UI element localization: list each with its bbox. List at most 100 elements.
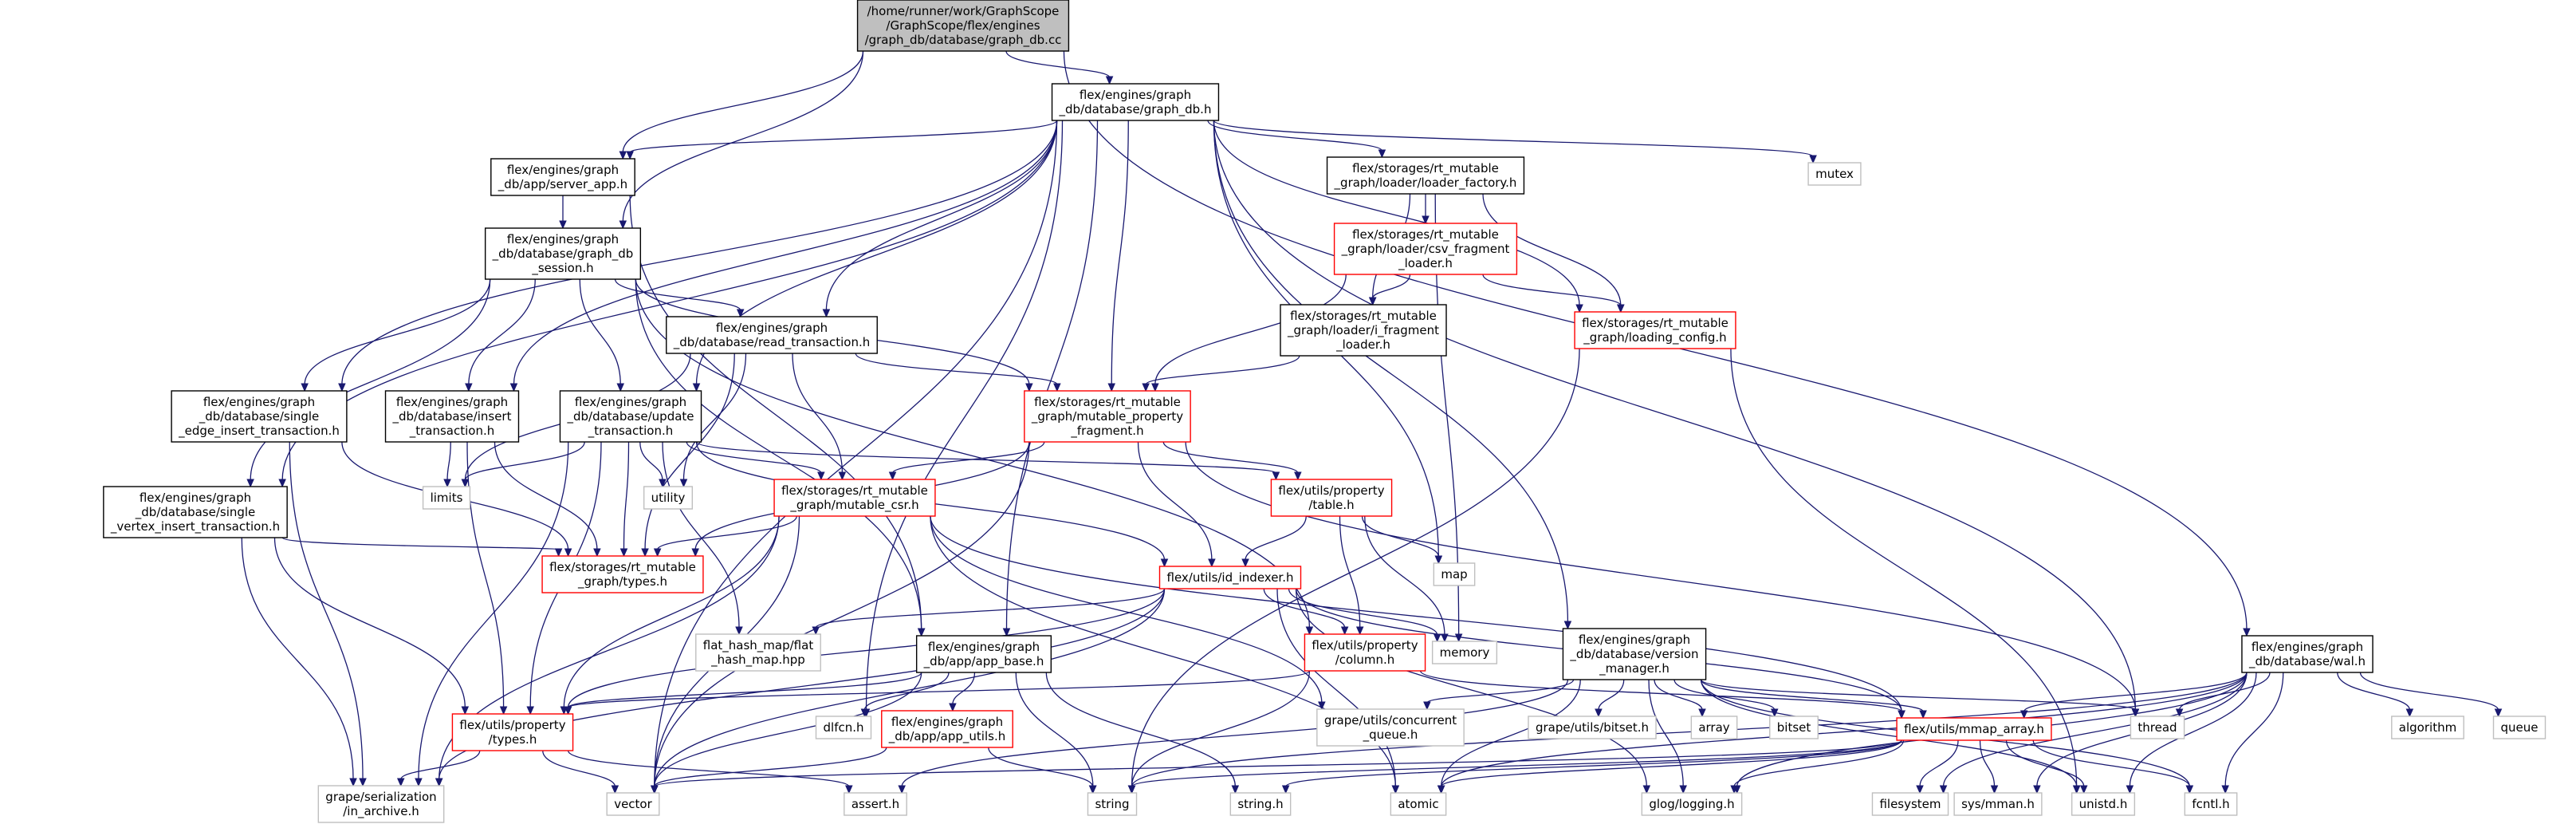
- node-loading-config-h[interactable]: flex/storages/rt_mutable_graph/loading_c…: [1574, 311, 1736, 349]
- edge-line: [1339, 515, 1361, 629]
- edge-line: [281, 537, 560, 550]
- node-csv-fragment-loader-h[interactable]: flex/storages/rt_mutable_graph/loader/cs…: [1333, 223, 1518, 275]
- edge-mmap-array-h-to-unistd-h: [2005, 739, 2088, 794]
- node-box: [844, 792, 907, 816]
- edge-line: [1372, 274, 1411, 299]
- edge-line: [466, 441, 505, 708]
- arrow-head: [1241, 558, 1249, 568]
- edge-mmap-array-h-to-filesystem: [1916, 739, 1959, 794]
- node-server-app-h[interactable]: flex/engines/graph_db/app/server_app.h: [490, 158, 635, 196]
- arrow-head: [2126, 785, 2134, 794]
- node-property-types-h[interactable]: flex/utils/property/types.h: [451, 713, 574, 751]
- node-label-line: memory: [1440, 645, 1490, 660]
- arrow-head: [396, 778, 405, 787]
- node-label-line: _db/database/graph_db.h: [1059, 102, 1212, 117]
- node-label-line: _loader.h: [1335, 337, 1390, 353]
- arrow-head: [2033, 785, 2041, 794]
- node-version-manager-h[interactable]: flex/engines/graph_db/database/version_m…: [1562, 628, 1707, 680]
- edge-line: [639, 441, 663, 481]
- node-label-line: vector: [614, 797, 652, 811]
- node-update-transaction-h[interactable]: flex/engines/graph_db/database/update_tr…: [559, 390, 702, 443]
- edge-wal-h-to-filesystem: [1939, 672, 2248, 794]
- node-types-h[interactable]: flex/storages/rt_mutable_graph/types.h: [541, 555, 704, 593]
- arrow-head: [2494, 708, 2503, 718]
- edge-line: [662, 441, 740, 629]
- edge-line: [1482, 274, 1622, 306]
- node-wal-h[interactable]: flex/engines/graph_db/database/wal.h: [2241, 635, 2373, 673]
- edge-line: [542, 750, 615, 787]
- node-box: [490, 158, 635, 196]
- node-label-line: _db/database/graph_db: [492, 246, 634, 262]
- edge-mmap-array-h-to-atomic: [1437, 739, 1902, 794]
- edge-line: [1245, 515, 1307, 561]
- node-label-line: utility: [651, 491, 686, 505]
- node-app-base-h[interactable]: flex/engines/graph_db/app/app_base.h: [915, 635, 1052, 673]
- edge-mmap-array-h-to-fcntl-h: [2032, 739, 2194, 794]
- node-label-line: mutex: [1815, 167, 1854, 181]
- node-insert-transaction-h[interactable]: flex/engines/graph_db/database/insert_tr…: [384, 390, 520, 443]
- edge-graph-db-cc-to-session-h: [619, 50, 864, 230]
- edge-graph-db-h-to-thread: [1213, 120, 2140, 718]
- arrow-head: [435, 778, 443, 787]
- edge-line: [1419, 670, 1902, 712]
- node-label-line: _graph/mutable_property: [1031, 409, 1183, 424]
- node-column-h[interactable]: flex/utils/property/column.h: [1304, 633, 1426, 672]
- node-label-line: flex/engines/graph: [140, 491, 251, 505]
- arrow-head: [1127, 785, 1136, 794]
- edge-line: [629, 195, 922, 630]
- node-thread: thread: [2130, 716, 2185, 739]
- edge-update-transaction-h-to-in-archive-h: [415, 441, 569, 787]
- edge-insert-transaction-h-to-types-h: [494, 441, 601, 558]
- node-single-edge-insert-h[interactable]: flex/engines/graph_db/database/single_ed…: [171, 390, 348, 443]
- edge-line: [1733, 739, 1905, 787]
- edge-update-transaction-h-to-table-h: [695, 441, 1280, 481]
- node-label-line: flex/utils/property: [1312, 638, 1418, 652]
- node-label-line: _db/database/single: [199, 409, 320, 424]
- node-i-fragment-loader-h[interactable]: flex/storages/rt_mutable_graph/loader/i_…: [1280, 304, 1447, 357]
- node-mmap-array-h[interactable]: flex/utils/mmap_array.h: [1896, 717, 2052, 741]
- edge-session-h-to-update-transaction-h: [579, 278, 625, 392]
- node-box: [541, 555, 704, 593]
- edge-line: [1919, 739, 1959, 787]
- edge-table-h-to-map: [1361, 515, 1443, 565]
- node-box: [1690, 716, 1738, 739]
- arrow-head: [1355, 626, 1364, 636]
- edge-line: [2337, 672, 2410, 711]
- edge-line: [567, 588, 1166, 708]
- node-table-h[interactable]: flex/utils/property/table.h: [1270, 479, 1393, 517]
- node-graph-db-h[interactable]: flex/engines/graph_db/database/graph_db.…: [1051, 83, 1220, 121]
- node-graph-db-cc[interactable]: /home/runner/work/GraphScope/GraphScope/…: [856, 0, 1070, 52]
- arrow-head: [692, 383, 701, 392]
- node-single-vertex-insert-h[interactable]: flex/engines/graph_db/database/single_ve…: [103, 486, 288, 538]
- node-box: [1807, 162, 1862, 186]
- arrow-head: [2221, 785, 2229, 794]
- node-box: [1333, 223, 1518, 275]
- arrow-head: [626, 151, 634, 160]
- node-label-line: flex/storages/rt_mutable: [1290, 309, 1437, 324]
- edge-line: [792, 353, 844, 474]
- node-mutable-property-fragment-h[interactable]: flex/storages/rt_mutable_graph/mutable_p…: [1024, 390, 1191, 443]
- arrow-head: [554, 548, 563, 558]
- node-app-utils-h[interactable]: flex/engines/graph_db/app/app_utils.h: [881, 710, 1013, 748]
- node-loader-factory-h[interactable]: flex/storages/rt_mutable_graph/loader/lo…: [1326, 156, 1525, 195]
- node-id-indexer-h[interactable]: flex/utils/id_indexer.h: [1158, 566, 1302, 589]
- node-read-transaction-h[interactable]: flex/engines/graph_db/database/read_tran…: [666, 316, 878, 354]
- node-box: [915, 635, 1052, 673]
- edge-mutable-property-fragment-h-to-table-h: [1162, 441, 1302, 481]
- node-session-h[interactable]: flex/engines/graph_db/database/graph_db_…: [484, 227, 642, 280]
- edge-line: [855, 353, 1058, 385]
- edge-single-vertex-insert-h-to-property-types-h: [273, 537, 470, 716]
- arrow-head: [1305, 626, 1314, 636]
- edge-line: [1700, 679, 2137, 711]
- node-box: [2071, 792, 2136, 816]
- node-label-line: limits: [431, 491, 463, 505]
- node-box: [856, 0, 1070, 52]
- node-label-line: sys/mman.h: [1961, 797, 2035, 811]
- node-mutable-csr-h[interactable]: flex/storages/rt_mutable_graph/mutable_c…: [773, 479, 936, 517]
- edge-line: [1207, 120, 1383, 152]
- edge-line: [815, 588, 1166, 629]
- node-box: [422, 486, 471, 510]
- node-box: [1562, 628, 1707, 680]
- node-queue: queue: [2492, 716, 2547, 739]
- arrow-head: [2079, 785, 2088, 794]
